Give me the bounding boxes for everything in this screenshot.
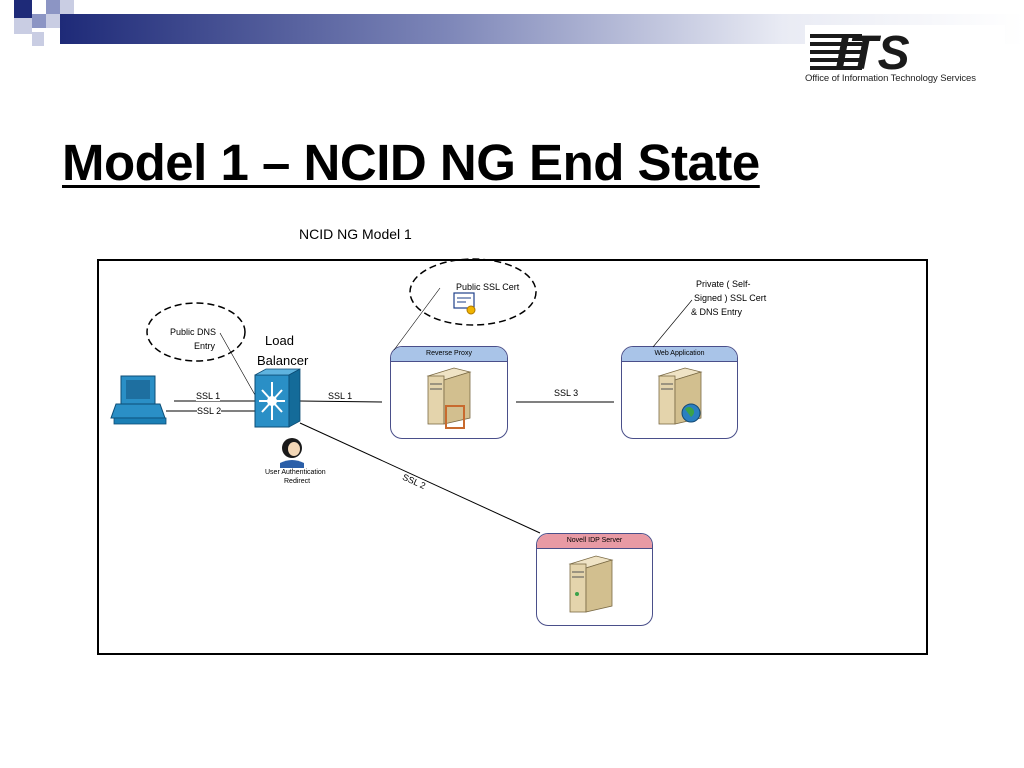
public-ssl-callout xyxy=(409,258,537,326)
user-auth-label-line1: User Authentication xyxy=(265,469,326,476)
its-logo-text: ITS xyxy=(835,27,910,73)
workstation-icon xyxy=(110,375,167,425)
public-dns-label-line1: Public DNS xyxy=(170,327,217,337)
its-logo-graphic: ITS xyxy=(805,25,1005,80)
slide-title: Model 1 – NCID NG End State xyxy=(62,134,760,191)
public-dns-callout xyxy=(146,302,246,362)
load-balancer-icon xyxy=(254,368,301,428)
public-ssl-label: Public SSL Cert xyxy=(456,282,520,292)
private-pointer-line xyxy=(652,299,693,348)
ssl1-client-label: SSL 1 xyxy=(196,391,221,401)
load-balancer-label-line1: Load xyxy=(265,333,294,348)
novell-idp-header: Novell IDP Server xyxy=(537,534,652,549)
its-logo-subtitle: Office of Information Technology Service… xyxy=(805,73,976,84)
load-balancer-label-line2: Balancer xyxy=(257,353,309,368)
private-cert-label-line3: & DNS Entry xyxy=(691,307,743,317)
diagram-title: NCID NG Model 1 xyxy=(299,226,412,242)
user-auth-label-line2: Redirect xyxy=(284,478,311,485)
reverse-proxy-server-icon xyxy=(426,367,472,429)
web-application-server-icon xyxy=(657,367,703,425)
novell-idp-server-icon xyxy=(568,555,614,613)
reverse-proxy-header: Reverse Proxy xyxy=(391,347,507,362)
ssl1-proxy-label: SSL 1 xyxy=(328,391,353,401)
web-application-header: Web Application xyxy=(622,347,737,362)
private-cert-label-line1: Private ( Self- xyxy=(696,279,751,289)
private-cert-label-line2: Signed ) SSL Cert xyxy=(694,293,767,303)
user-icon xyxy=(280,438,304,468)
public-dns-label-line2: Entry xyxy=(194,341,216,351)
certificate-icon xyxy=(453,292,476,315)
dns-pointer-line xyxy=(219,332,256,396)
its-logo: ITS Office of Information Technology Ser… xyxy=(805,25,1005,95)
ssl2-client-label: SSL 2 xyxy=(197,406,222,416)
ssl-pointer-line xyxy=(393,287,441,351)
lb-proxy-line xyxy=(299,400,383,403)
diagram-frame xyxy=(97,259,928,655)
ssl3-web-label: SSL 3 xyxy=(554,388,579,398)
